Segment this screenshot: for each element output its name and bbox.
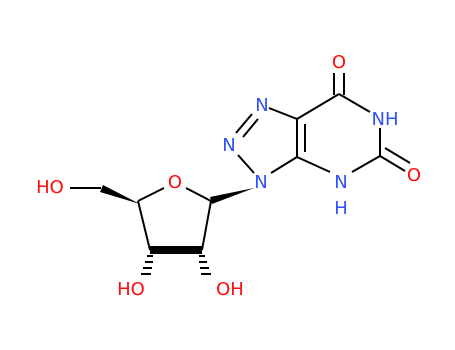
atom-h-ring-lower: H (334, 198, 348, 219)
ribose-bonds (70, 185, 254, 275)
atom-o-carbonyl-top: O (332, 52, 346, 73)
bond-c3prime-c4prime (137, 200, 151, 251)
bond-c2prime-oh-hash (199, 255, 211, 275)
bond-o4prime-c4prime (137, 187, 165, 202)
bond-c7a-n1 (268, 107, 298, 120)
bond-n1-n2-a (235, 113, 253, 134)
bond-c2prime-c3prime-bold (150, 246, 202, 254)
atom-n-ring-lower: N (334, 172, 347, 193)
bond-n3-c3a (270, 156, 298, 174)
bond-c5-n4 (351, 155, 381, 173)
bond-c1prime-c2prime (201, 200, 212, 251)
atom-n-triazole-top: N (255, 95, 268, 116)
bond-c5-o-double-a (379, 155, 406, 172)
bond-n4-c3a (296, 156, 331, 173)
atom-labels: N N N NH N H O O O HO HO OH (36, 52, 421, 300)
atom-n-triazole-mid: N (222, 135, 235, 156)
atom-oh-primary: HO (36, 177, 64, 198)
atom-oh-c2: OH (216, 279, 244, 300)
bond-n1-n2-b (242, 118, 259, 138)
bond-n2-n3 (237, 154, 255, 174)
bond-c7a-c7 (296, 93, 340, 120)
bond-c4prime-c5prime-wedge (100, 185, 140, 204)
atom-o-carbonyl-right: O (407, 165, 421, 186)
bond-c3prime-oh-hash (141, 255, 153, 275)
bond-c7-n6 (338, 93, 371, 113)
atom-o-ribose-ring: O (168, 172, 182, 193)
atom-oh-c3: HO (117, 279, 145, 300)
bond-n3-c1prime-wedge (210, 188, 254, 204)
base-bonds (235, 73, 411, 174)
bond-c5-o-double-b (384, 147, 411, 164)
bond-c1prime-o4prime (185, 187, 212, 202)
atom-n-glycosidic: N (254, 172, 267, 193)
atom-nh-imide: NH (372, 109, 399, 130)
